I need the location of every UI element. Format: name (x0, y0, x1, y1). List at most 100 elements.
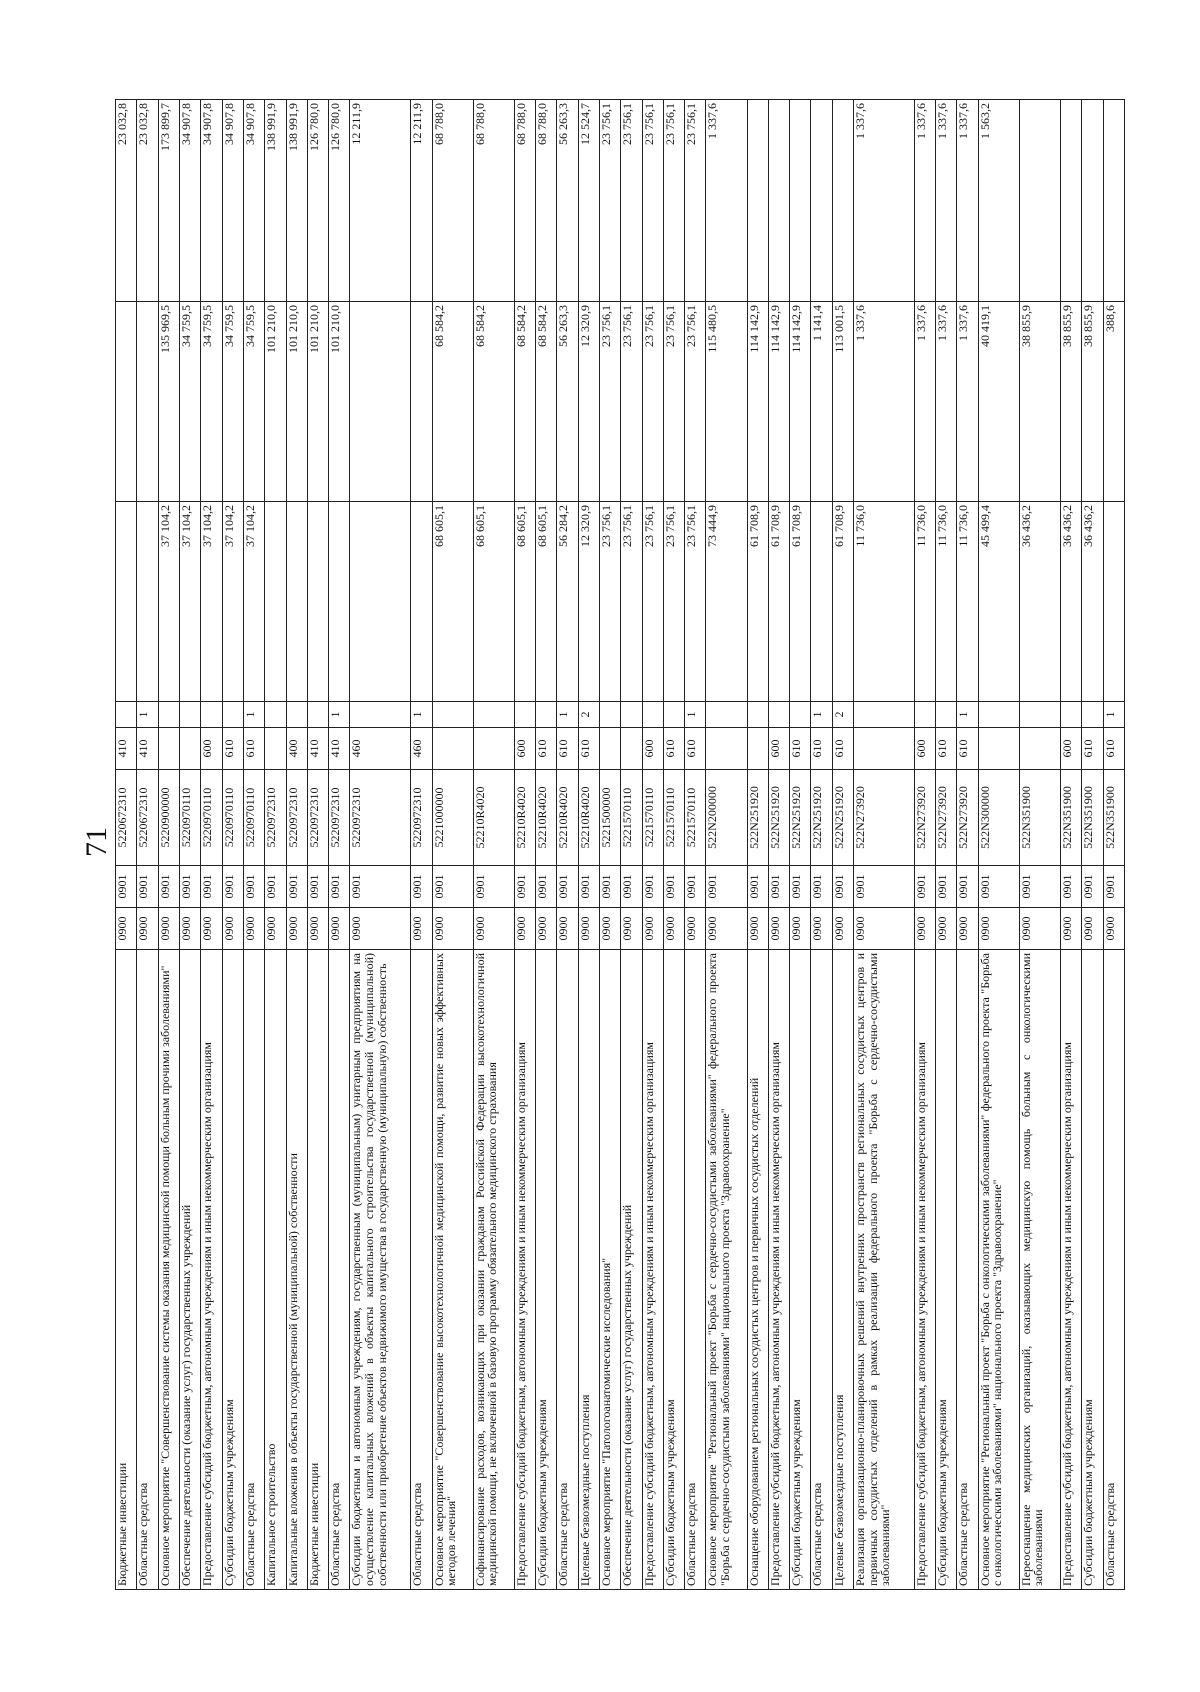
amount-year-1 (264, 501, 286, 702)
row-name: Областные средства (684, 949, 706, 1590)
target-article-code: 52210R4020 (473, 769, 515, 866)
row-name: Обеспечение деятельности (оказание услуг… (620, 949, 643, 1590)
amount-year-2: 388,6 (1103, 301, 1125, 502)
amount-year-3: 56 263,3 (556, 99, 579, 302)
target-article-code: 5220900000 (158, 769, 180, 866)
amount-year-3: 12 211,9 (349, 99, 411, 302)
row-name: Предоставление субсидий бюджетным, автон… (914, 949, 936, 1590)
section-code: 0900 (684, 907, 706, 950)
amount-year-1: 36 436,2 (1019, 501, 1061, 702)
subsection-code: 0901 (535, 865, 557, 908)
target-article-code: 522N273920 (914, 769, 936, 866)
amount-year-3: 173 899,7 (158, 99, 180, 302)
expense-type-code (473, 727, 515, 770)
target-article-code: 522N200000 (705, 769, 747, 866)
amount-year-1: 11 736,0 (956, 501, 979, 702)
section-code: 0900 (349, 907, 411, 950)
funding-source-code (642, 701, 664, 728)
expense-type-code: 610 (810, 727, 833, 770)
row-name: Капитальные вложения в объекты государст… (286, 949, 308, 1590)
row-name: Предоставление субсидий бюджетным, автон… (514, 949, 536, 1590)
amount-year-2: 114 142,9 (747, 301, 769, 502)
funding-source-code (853, 701, 915, 728)
target-article-code: 522N273920 (935, 769, 957, 866)
subsection-code: 0901 (1103, 865, 1125, 908)
section-code: 0900 (832, 907, 854, 950)
section-code: 0900 (432, 907, 474, 950)
amount-year-3: 23 756,1 (599, 99, 621, 302)
amount-year-3 (768, 99, 790, 302)
amount-year-1: 23 756,1 (599, 501, 621, 702)
amount-year-2: 34 759,5 (179, 301, 201, 502)
target-article-code: 5220672310 (136, 769, 159, 866)
amount-year-2: 101 210,0 (286, 301, 308, 502)
amount-year-1: 61 708,9 (768, 501, 790, 702)
table-row: Предоставление субсидий бюджетным, автон… (642, 99, 664, 1590)
subsection-code: 0901 (914, 865, 936, 908)
row-name: Субсидии бюджетным учреждениям (663, 949, 685, 1590)
subsection-code: 0901 (978, 865, 1020, 908)
table-row: Софинансирование расходов, возникающих п… (473, 99, 515, 1590)
section-code: 0900 (243, 907, 265, 950)
target-article-code: 52210R4020 (556, 769, 579, 866)
amount-year-2: 38 855,9 (1019, 301, 1061, 502)
amount-year-1: 36 436,2 (1060, 501, 1082, 702)
row-name: Основное мероприятие "Совершенствование … (158, 949, 180, 1590)
row-name: Предоставление субсидий бюджетным, автон… (642, 949, 664, 1590)
target-article-code: 5221500000 (599, 769, 621, 866)
amount-year-2: 23 756,1 (663, 301, 685, 502)
expense-type-code (853, 727, 915, 770)
target-article-code: 522N300000 (978, 769, 1020, 866)
amount-year-3: 1 337,6 (956, 99, 979, 302)
amount-year-1: 37 104,2 (222, 501, 244, 702)
amount-year-3 (832, 99, 854, 302)
target-article-code: 522N251920 (810, 769, 833, 866)
expense-type-code: 610 (243, 727, 265, 770)
target-article-code: 5220970110 (200, 769, 223, 866)
subsection-code: 0901 (473, 865, 515, 908)
amount-year-2: 23 756,1 (599, 301, 621, 502)
subsection-code: 0901 (136, 865, 159, 908)
target-article-code: 522N351900 (1060, 769, 1082, 866)
expense-type-code: 460 (349, 727, 411, 770)
amount-year-3: 23 756,1 (663, 99, 685, 302)
amount-year-3: 34 907,8 (179, 99, 201, 302)
amount-year-1: 23 756,1 (684, 501, 706, 702)
amount-year-1: 23 756,1 (620, 501, 643, 702)
table-row: Переоснащение медицинских организаций, о… (1019, 99, 1061, 1590)
expense-type-code: 610 (578, 727, 600, 770)
table-row: Обеспечение деятельности (оказание услуг… (620, 99, 643, 1590)
expense-type-code (1019, 727, 1061, 770)
funding-source-code: 1 (684, 701, 706, 728)
amount-year-3: 1 337,6 (705, 99, 747, 302)
amount-year-3: 1 337,6 (935, 99, 957, 302)
funding-source-code: 2 (578, 701, 600, 728)
subsection-code: 0901 (410, 865, 433, 908)
amount-year-2: 101 210,0 (264, 301, 286, 502)
row-name: Областные средства (956, 949, 979, 1590)
amount-year-1: 68 605,1 (514, 501, 536, 702)
section-code: 0900 (705, 907, 747, 950)
amount-year-2: 23 756,1 (620, 301, 643, 502)
table-row: Предоставление субсидий бюджетным, автон… (514, 99, 536, 1590)
row-name: Субсидии бюджетным учреждениям (535, 949, 557, 1590)
amount-year-2: 115 480,5 (705, 301, 747, 502)
amount-year-2: 68 584,2 (535, 301, 557, 502)
funding-source-code (978, 701, 1020, 728)
amount-year-2: 114 142,9 (768, 301, 790, 502)
expense-type-code: 610 (222, 727, 244, 770)
funding-source-code: 1 (810, 701, 833, 728)
expense-type-code: 410 (136, 727, 159, 770)
expense-type-code (978, 727, 1020, 770)
target-article-code: 522N251920 (832, 769, 854, 866)
row-name: Целевые безвозмездные поступления (832, 949, 854, 1590)
amount-year-2: 34 759,5 (222, 301, 244, 502)
table-row: Основное мероприятие "Совершенствование … (158, 99, 180, 1590)
